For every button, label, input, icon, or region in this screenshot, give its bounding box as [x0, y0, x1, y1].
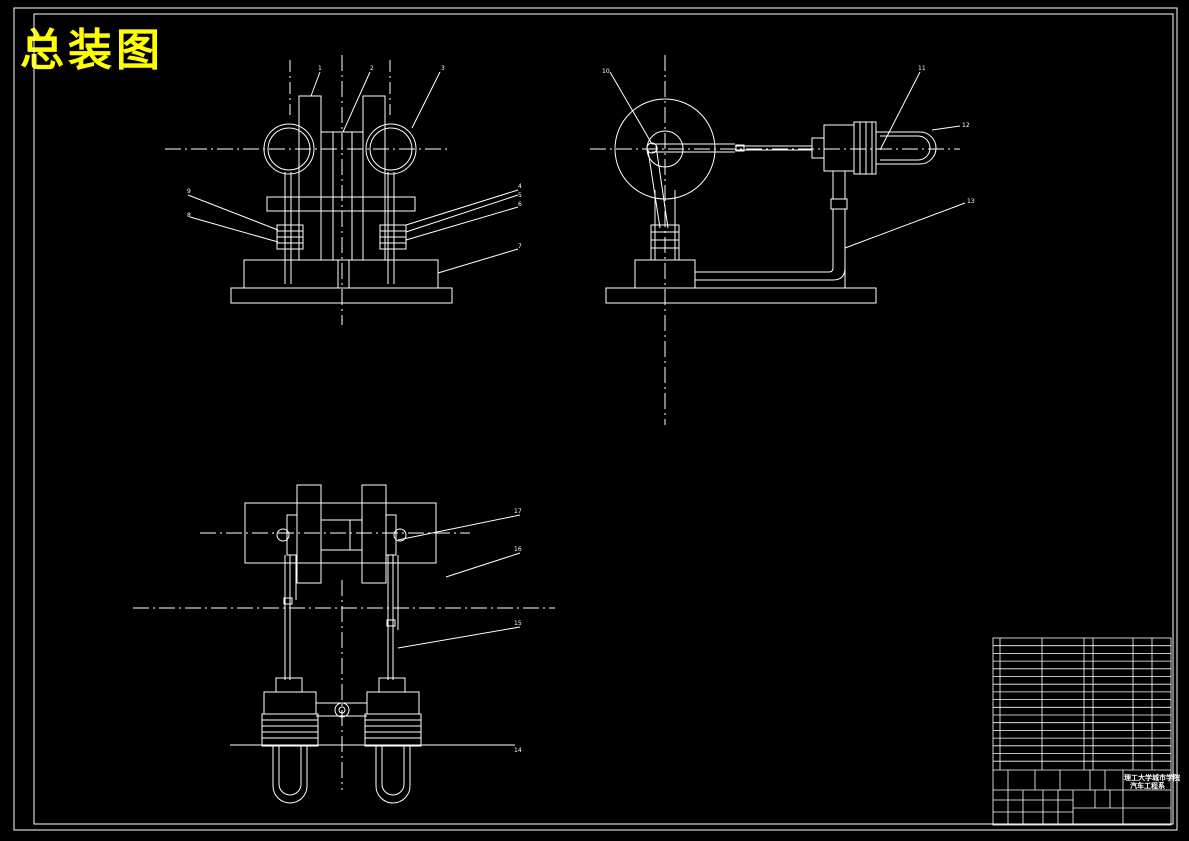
- outer-frame: [13, 7, 1178, 831]
- label-15: 15: [514, 620, 522, 627]
- label-4: 4: [518, 183, 522, 190]
- label-13: 13: [967, 198, 975, 205]
- label-7: 7: [518, 243, 522, 250]
- label-17: 17: [514, 508, 522, 515]
- label-3: 3: [441, 65, 445, 72]
- label-10: 10: [602, 68, 610, 75]
- top-view: [133, 484, 555, 804]
- drawing-title: 总装图: [20, 25, 164, 76]
- school-name: 理工大学城市学院: [1124, 773, 1180, 782]
- label-2: 2: [370, 65, 374, 72]
- label-11: 11: [918, 65, 926, 72]
- label-16: 16: [514, 546, 522, 553]
- label-14: 14: [514, 747, 522, 754]
- inner-frame: [33, 13, 1174, 825]
- front-view: [165, 55, 519, 325]
- title-block: [992, 637, 1172, 826]
- label-9: 9: [187, 188, 191, 195]
- label-5: 5: [518, 192, 522, 199]
- label-12: 12: [962, 122, 970, 129]
- label-6: 6: [518, 201, 522, 208]
- department-name: 汽车工程系: [1130, 781, 1165, 790]
- label-1: 1: [318, 65, 322, 72]
- label-8: 8: [187, 212, 191, 219]
- side-view: [590, 55, 966, 425]
